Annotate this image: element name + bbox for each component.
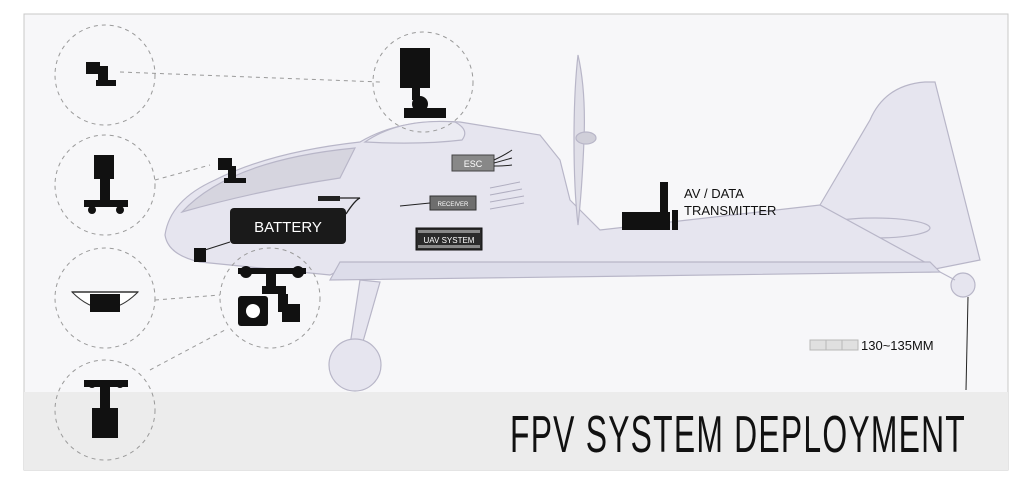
- dimension-label: 130~135MM: [861, 338, 934, 353]
- transmitter-label-line1: AV / DATA: [684, 186, 744, 201]
- vent-slots: [489, 181, 525, 210]
- pan-camera-icon: [86, 62, 116, 86]
- spinner: [575, 131, 597, 145]
- battery-label: BATTERY: [254, 219, 322, 236]
- top-camera-icon: [400, 48, 446, 118]
- nose-camera: [194, 248, 206, 262]
- cockpit-hatch: [363, 120, 466, 144]
- transmitter-module: [622, 212, 670, 230]
- gimbal-camera-icon: [238, 266, 306, 326]
- tail-wheel: [950, 272, 976, 298]
- title-band: [24, 392, 1008, 470]
- esc-label: ESC: [464, 159, 483, 169]
- transmitter-label-line2: TRANSMITTER: [684, 203, 776, 218]
- canopy-camera-icon: [218, 158, 246, 183]
- airplane: [164, 54, 981, 392]
- component-callouts: [54, 24, 474, 461]
- dome-camera-icon: [70, 291, 140, 312]
- connector-lines: [119, 71, 381, 371]
- receiver-label: RECEIVER: [438, 202, 469, 208]
- uav-system-label: UAV SYSTEM: [424, 236, 475, 245]
- hanging-camera-icon: [84, 380, 128, 438]
- battery-pack: [230, 208, 346, 244]
- tilt-camera-mount-icon: [84, 155, 128, 214]
- uav-system-module: [415, 227, 483, 251]
- page-title: FPV SYSTEM DEPLOYMENT: [510, 406, 966, 464]
- dimension-scale: [809, 339, 859, 351]
- main-wheel: [328, 338, 382, 392]
- canopy: [180, 147, 357, 214]
